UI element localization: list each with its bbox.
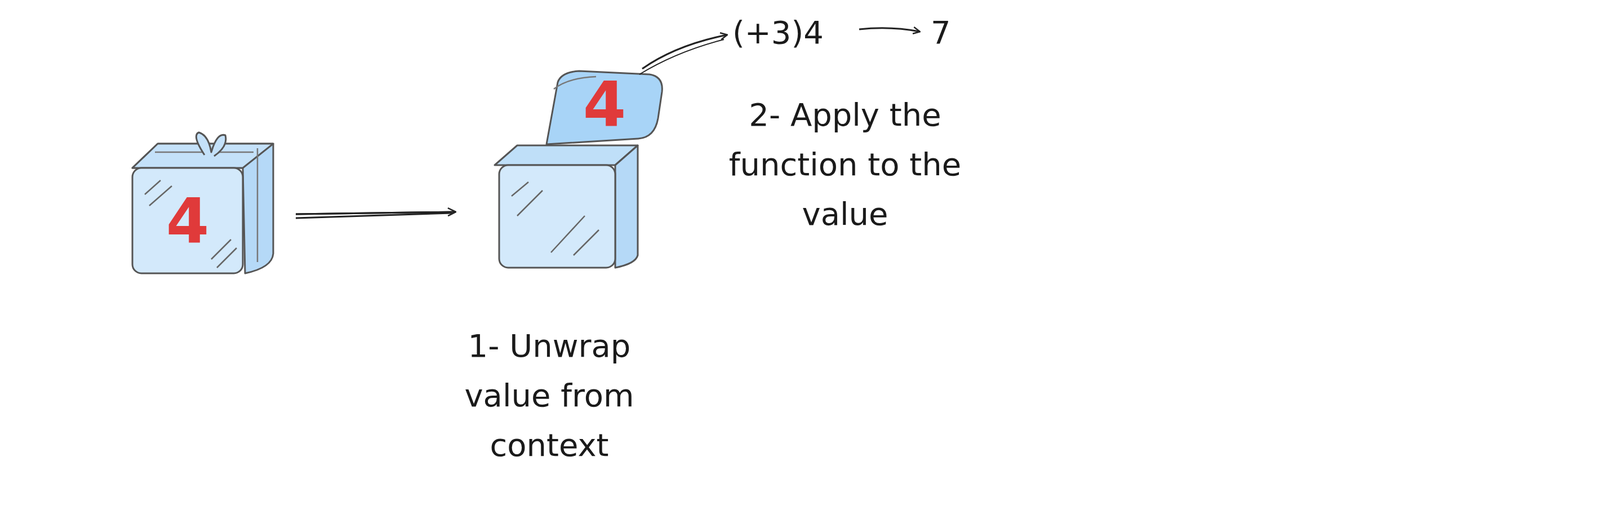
box-node: 4 — [494, 66, 664, 270]
boxed-value: 4 — [166, 190, 210, 253]
result-arrow — [859, 28, 920, 32]
expression-text: (+3)4 — [732, 7, 824, 58]
flow-arrow-head — [295, 211, 456, 215]
gift-box — [132, 132, 274, 274]
step-caption: 2- Apply the function to the value — [710, 90, 980, 239]
flow-arrow — [295, 211, 456, 219]
boxed-value: 4 — [583, 73, 627, 136]
open-box — [494, 70, 662, 268]
pointer-arrow — [639, 39, 724, 75]
step-caption: 1- Unwrap value from context — [433, 321, 665, 470]
box-node: 4 — [132, 132, 274, 274]
expression-text: 7 — [930, 7, 951, 58]
